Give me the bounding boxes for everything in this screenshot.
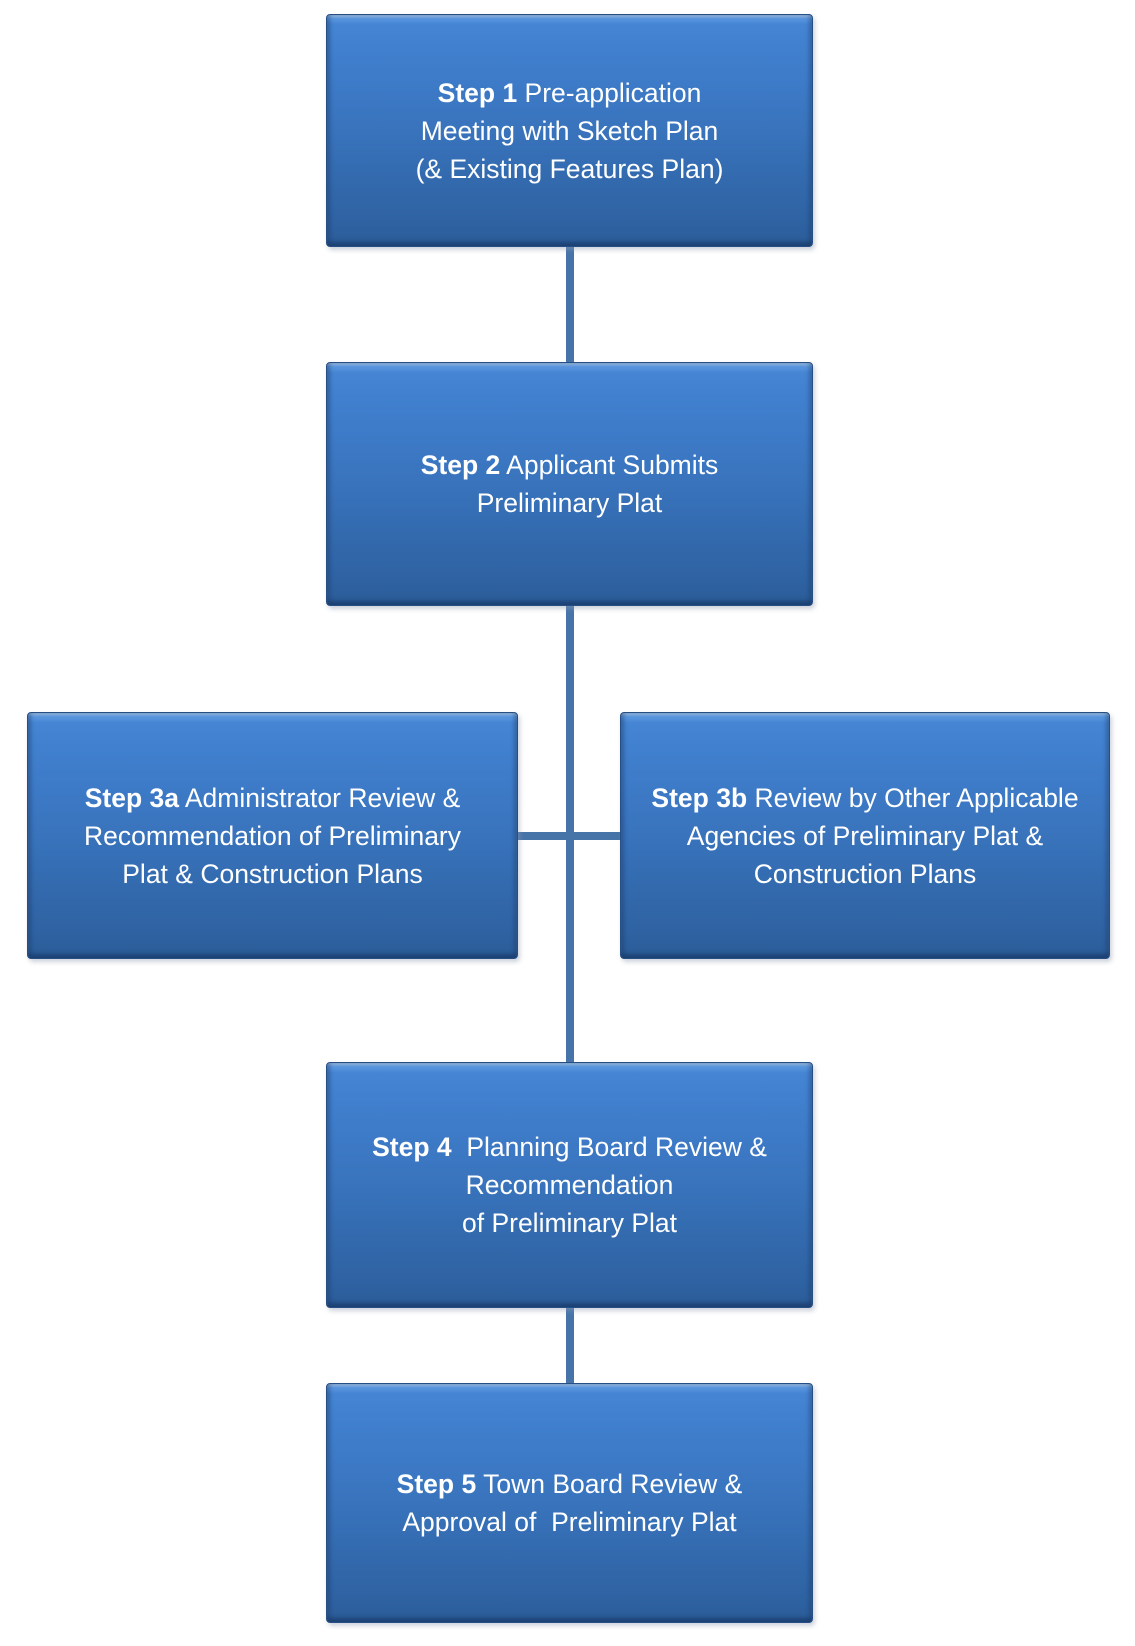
step-3a-text: Step 3a Administrator Review & Recommend… [78,779,467,893]
step-5-description: Town Board Review & Approval of Prelimin… [402,1469,743,1537]
flowchart-box-step-1: Step 1 Pre-application Meeting with Sket… [326,14,813,247]
step-3b-description: Review by Other Applicable Agencies of P… [686,782,1079,889]
step-1-text: Step 1 Pre-application Meeting with Sket… [410,74,730,188]
flowchart-box-step-4: Step 4 Planning Board Review & Recommend… [326,1062,813,1308]
step-2-label: Step 2 [420,450,501,480]
step-4-text: Step 4 Planning Board Review & Recommend… [366,1128,773,1242]
step-2-description: Applicant Submits Preliminary Plat [476,450,719,518]
step-3a-label: Step 3a [84,782,179,813]
step-4-description: Planning Board Review & Recommendation o… [461,1132,767,1238]
step-3a-description: Administrator Review & Recommendation of… [83,782,462,889]
connector-step1-step2 [566,245,574,365]
step-2-text: Step 2 Applicant Submits Preliminary Pla… [415,446,725,522]
step-5-text: Step 5 Town Board Review & Approval of P… [391,1465,749,1541]
flowchart-box-step-2: Step 2 Applicant Submits Preliminary Pla… [326,362,813,606]
connector-step3a-step3b [518,832,622,840]
step-3b-label: Step 3b [651,782,748,813]
step-1-label: Step 1 [437,77,518,108]
flowchart-box-step-3a: Step 3a Administrator Review & Recommend… [27,712,518,959]
step-1-description: Pre-application Meeting with Sketch Plan… [415,77,724,184]
connector-step4-step5 [566,1305,574,1385]
flowchart-box-step-3b: Step 3b Review by Other Applicable Agenc… [620,712,1110,959]
flowchart-box-step-5: Step 5 Town Board Review & Approval of P… [326,1383,813,1623]
step-5-label: Step 5 [396,1469,477,1499]
step-3b-text: Step 3b Review by Other Applicable Agenc… [645,779,1084,893]
step-4-label: Step 4 [372,1132,452,1162]
